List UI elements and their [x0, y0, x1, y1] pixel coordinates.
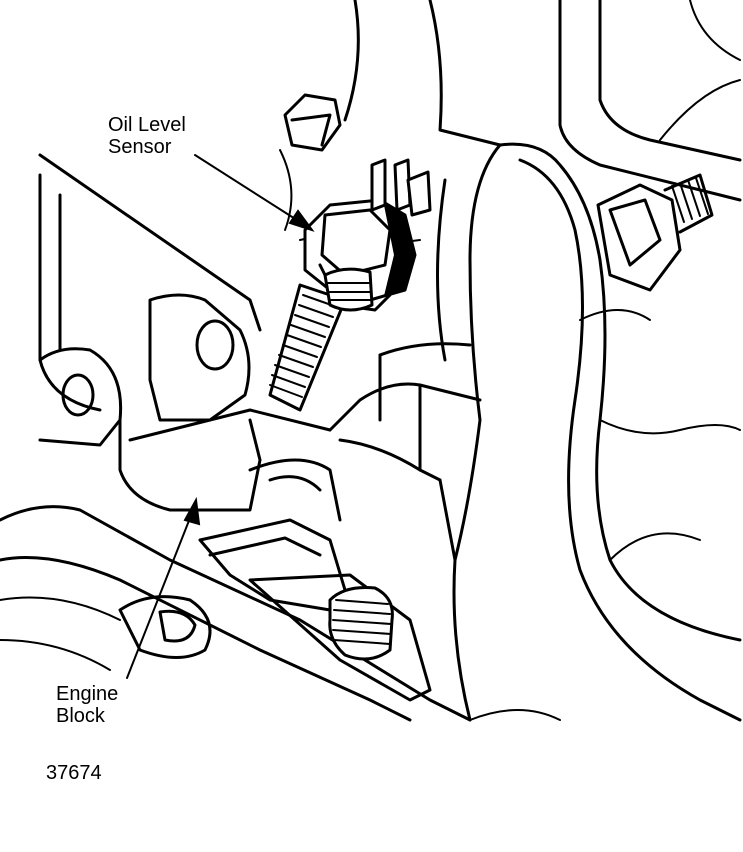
engine-block-arrowhead: [183, 496, 201, 526]
stud-nut-right: [596, 173, 714, 292]
engine-block-label: Engine Block: [56, 683, 118, 727]
leader-lines: [126, 154, 315, 679]
oil-level-sensor: [303, 158, 432, 312]
figure-number: 37674: [46, 762, 102, 784]
oil-sensor-arrowhead: [288, 209, 315, 232]
center-crossmember: [279, 149, 482, 562]
oil-level-sensor-label-line-2: Sensor: [108, 136, 172, 158]
engine-block-label-line-2: Block: [56, 705, 105, 727]
oil-level-sensor-label-line-1: Oil Level: [108, 114, 186, 136]
bracket-fitting: [198, 458, 432, 702]
bolt-head-top: [283, 93, 342, 152]
engine-block-label-line-1: Engine: [56, 683, 119, 705]
oil-level-sensor-label: Oil Level Sensor: [108, 114, 186, 158]
left-housing: [0, 153, 472, 722]
engine-casting-right: [343, 0, 742, 722]
